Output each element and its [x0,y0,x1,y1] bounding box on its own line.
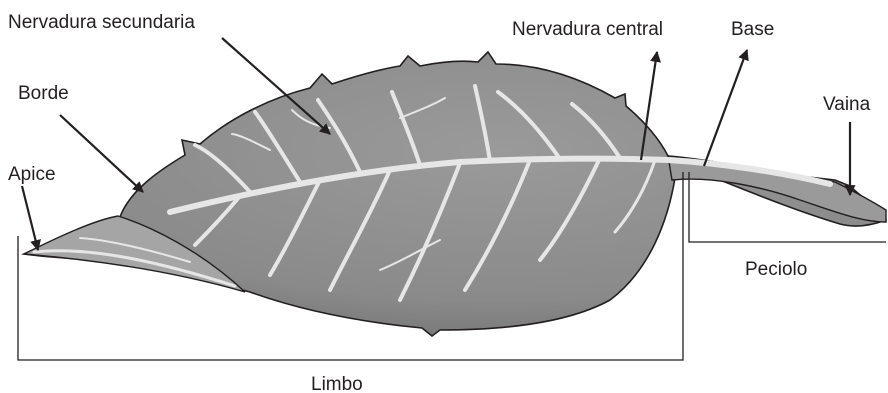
label-base: Base [731,19,774,40]
leaf-blade [24,52,886,336]
label-vaina: Vaina [823,94,871,115]
label-borde: Borde [18,83,69,104]
arrow-apice [22,186,38,250]
arrow-borde [60,115,143,192]
label-apice: Apice [8,164,56,185]
arrow-base [704,50,747,166]
label-limbo: Limbo [311,374,363,393]
label-nervadura-central: Nervadura central [512,19,663,40]
label-peciolo: Peciolo [745,259,807,280]
label-nervadura-secundaria: Nervadura secundaria [8,12,195,33]
